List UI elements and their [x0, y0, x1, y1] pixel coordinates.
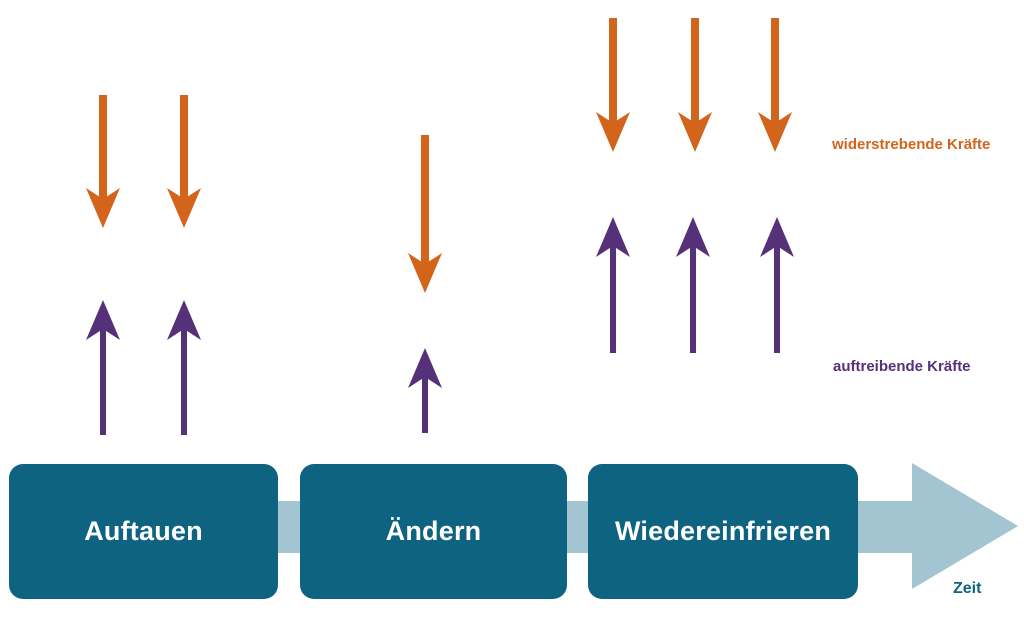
opposing-force-arrow-icon	[758, 18, 792, 152]
phase-box-change: Ändern	[300, 464, 567, 599]
driving-force-arrow-icon	[596, 217, 630, 353]
opposing-force-arrow-icon	[86, 95, 120, 228]
phase-box-refreeze: Wiedereinfrieren	[588, 464, 858, 599]
driving-force-arrow-icon	[86, 300, 120, 435]
driving-forces-label: auftreibende Kräfte	[833, 358, 971, 375]
driving-force-arrow-icon	[760, 217, 794, 353]
opposing-force-arrow-icon	[596, 18, 630, 152]
driving-force-arrow-icon	[676, 217, 710, 353]
phase-label: Wiedereinfrieren	[614, 516, 832, 546]
opposing-force-arrow-icon	[678, 18, 712, 152]
phase-box-unfreeze: Auftauen	[9, 464, 278, 599]
driving-force-arrow-icon	[408, 348, 442, 433]
phase-label: Auftauen	[84, 516, 203, 546]
opposing-forces-label: widerstrebende Kräfte	[832, 136, 991, 153]
driving-force-arrow-icon	[167, 300, 201, 435]
opposing-force-arrow-icon	[408, 135, 442, 293]
opposing-force-arrow-icon	[167, 95, 201, 228]
phase-label: Ändern	[385, 516, 482, 546]
time-axis-label: Zeit	[953, 580, 982, 597]
